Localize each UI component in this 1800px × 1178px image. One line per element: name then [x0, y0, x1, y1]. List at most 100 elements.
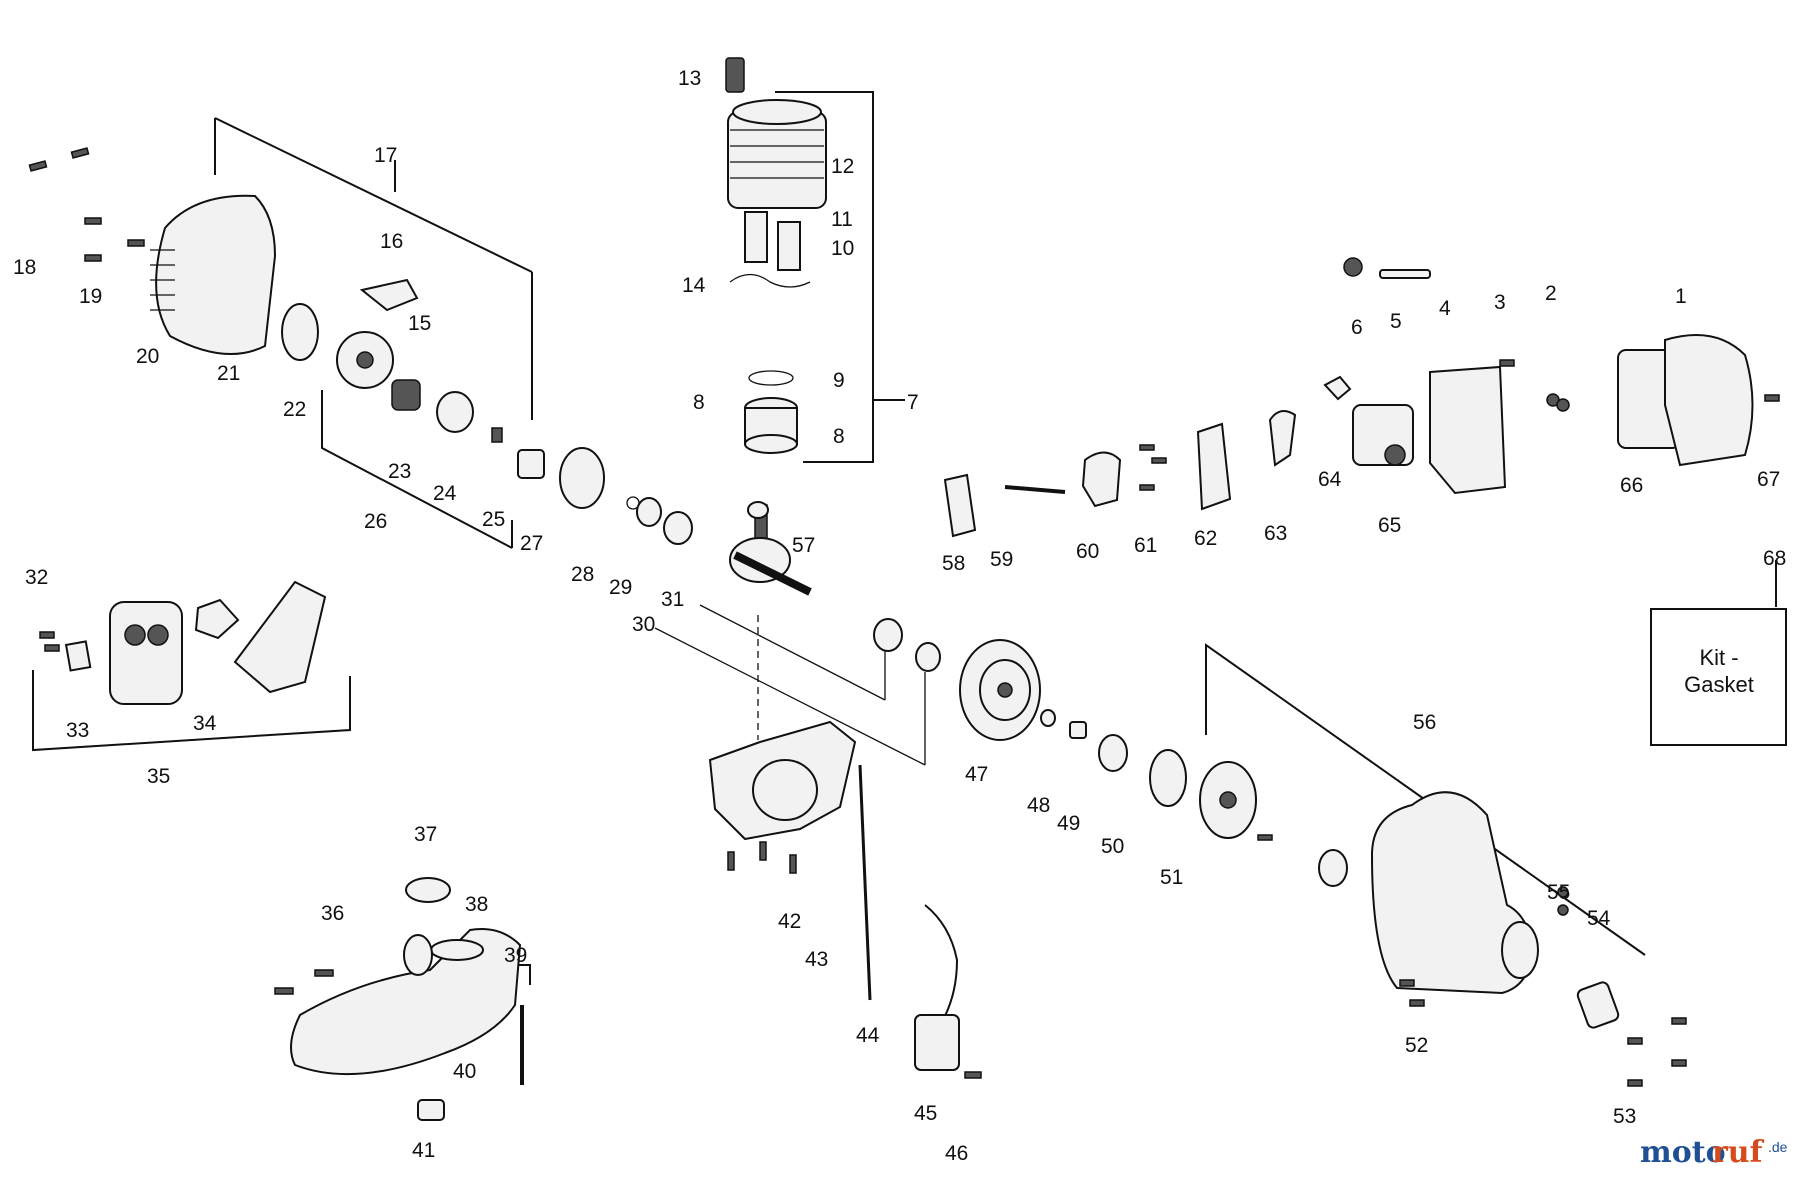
ignition-coil-shape [914, 904, 960, 1071]
part-label-45: 45 [914, 1102, 937, 1125]
part-label-9: 9 [833, 369, 845, 392]
part-label-66: 66 [1620, 474, 1643, 497]
part-label-65: 65 [1378, 514, 1401, 537]
nut-shape-6 [1343, 257, 1363, 277]
pawl-shape [436, 391, 474, 433]
part-label-40: 40 [453, 1060, 476, 1083]
spark-plug-shape [725, 57, 745, 93]
plate-shape-33 [64, 640, 92, 672]
part-label-22: 22 [283, 398, 306, 421]
heat-shield-shape [233, 580, 327, 694]
bearing-shape-30 [636, 497, 662, 527]
part-label-18: 18 [13, 256, 36, 279]
adapter-shape [517, 449, 545, 479]
piston-shape [744, 397, 798, 454]
watermark-suffix: .de [1768, 1139, 1788, 1155]
part-label-54: 54 [1587, 907, 1611, 930]
part-label-68: 68 [1763, 547, 1786, 570]
part-label-55: 55 [1547, 881, 1570, 904]
filter-shape-41 [417, 1099, 445, 1121]
part-label-57: 57 [792, 534, 815, 557]
part-label-13: 13 [678, 67, 701, 90]
fitting-shape-64 [1323, 375, 1352, 401]
part-label-16: 16 [380, 230, 403, 253]
part-label-62: 62 [1194, 527, 1217, 550]
part-label-5: 5 [1390, 310, 1402, 333]
part-label-14: 14 [682, 274, 706, 297]
part-label-47: 47 [965, 763, 988, 786]
part-label-51: 51 [1160, 866, 1183, 889]
clutch-housing-shape [1370, 791, 1539, 995]
kit-box-line-2: Gasket [1684, 672, 1754, 697]
part-number-labels: 1 2 3 4 5 6 7 8 8 9 10 11 12 13 14 15 16… [13, 67, 1786, 1165]
bearing-shape-right-2 [915, 642, 941, 672]
part-label-11: 11 [831, 208, 853, 231]
part-shapes [64, 57, 1754, 1121]
part-label-63: 63 [1264, 522, 1287, 545]
part-label-27: 27 [520, 532, 543, 555]
part-label-52: 52 [1405, 1034, 1428, 1057]
part-label-25: 25 [482, 508, 505, 531]
part-label-23: 23 [388, 460, 411, 483]
clip-shape-14 [729, 273, 811, 288]
part-label-41: 41 [412, 1139, 435, 1162]
part-label-29: 29 [609, 576, 632, 599]
muffler-shape [109, 601, 183, 705]
clutch-shape-51 [1149, 749, 1187, 807]
intake-shape-60 [1081, 451, 1122, 508]
screw-shape-25 [491, 427, 503, 443]
part-label-35: 35 [147, 765, 170, 788]
part-label-33: 33 [66, 719, 89, 742]
fuel-filter-shape [403, 934, 433, 976]
sleeve-shape-49 [1069, 721, 1087, 739]
part-label-28: 28 [571, 563, 594, 586]
part-label-2: 2 [1545, 282, 1557, 305]
fan-housing-shape [155, 194, 277, 355]
part-label-3: 3 [1494, 291, 1506, 314]
part-label-59: 59 [990, 548, 1013, 571]
gasket-shape-62 [1196, 422, 1232, 511]
bearing-shape-gear [1318, 849, 1348, 887]
part-label-12: 12 [831, 155, 854, 178]
part-label-53: 53 [1613, 1105, 1636, 1128]
kit-gasket-box: Kit - Gasket [1650, 608, 1787, 746]
part-label-39: 39 [504, 944, 527, 967]
part-label-58: 58 [942, 552, 965, 575]
part-label-42: 42 [778, 910, 801, 933]
spring-shape [391, 379, 421, 411]
watermark-moto: moto [1640, 1135, 1726, 1170]
bolt-shape-59 [1004, 485, 1066, 494]
part-label-44: 44 [856, 1024, 880, 1047]
part-label-67: 67 [1757, 468, 1780, 491]
part-label-38: 38 [465, 893, 488, 916]
part-label-17: 17 [374, 144, 397, 167]
part-label-49: 49 [1057, 812, 1080, 835]
crankshaft-shape [729, 501, 812, 596]
part-label-36: 36 [321, 902, 344, 925]
fuel-tank-shape [290, 928, 522, 1076]
air-filter-cover-shape [1664, 334, 1754, 467]
washer-shape-48 [1040, 709, 1056, 727]
gasket-shape-10 [777, 221, 801, 271]
gasket-shape-34 [194, 598, 240, 640]
air-filter-base-shape [1429, 365, 1507, 495]
carburetor-shape [1352, 404, 1414, 466]
part-label-32: 32 [25, 566, 48, 589]
piston-ring-shape [748, 370, 794, 386]
fuel-cap-shape [405, 877, 451, 903]
part-label-8a: 8 [693, 391, 705, 414]
part-label-34: 34 [193, 712, 217, 735]
part-label-6: 6 [1351, 316, 1363, 339]
gasket-shape-11 [744, 211, 768, 263]
part-label-43: 43 [805, 948, 828, 971]
screw-shapes [28, 147, 1780, 1087]
part-label-20: 20 [136, 345, 159, 368]
watermark-ruf: ruf [1712, 1135, 1765, 1170]
elbow-shape-63 [1268, 410, 1297, 467]
part-label-21: 21 [217, 362, 240, 385]
part-label-4: 4 [1439, 297, 1451, 320]
part-label-64: 64 [1318, 468, 1342, 491]
part-label-19: 19 [79, 285, 102, 308]
part-label-26: 26 [364, 510, 387, 533]
